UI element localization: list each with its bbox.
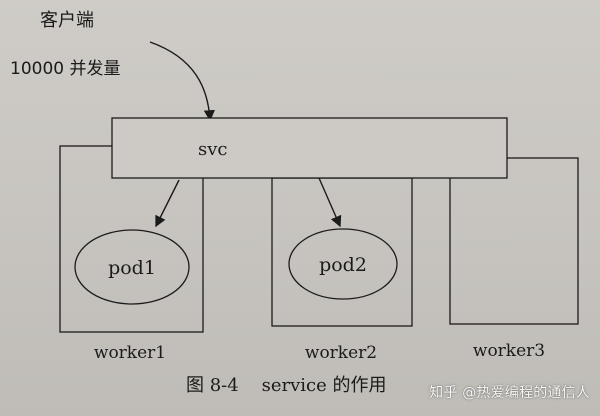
pod1-ellipse [74, 229, 190, 305]
worker3-box [449, 157, 579, 325]
client-label: 客户端 [40, 10, 94, 31]
worker1-label: worker1 [94, 343, 166, 363]
figure-caption: 图 8-4 service 的作用 [186, 375, 386, 396]
pod2-label: pod2 [319, 254, 367, 276]
client-to-svc-arrow [149, 41, 215, 122]
pod1-label: pod1 [108, 257, 156, 279]
svc-to-pod2-arrow [318, 177, 342, 228]
worker2-box [271, 177, 413, 327]
worker2-label: worker2 [305, 343, 377, 363]
watermark: 知乎 @热爱编程的通信人 [429, 385, 590, 401]
pod2-ellipse [288, 228, 398, 300]
concurrency-label: 10000 并发量 [10, 59, 120, 79]
worker3-label: worker3 [473, 341, 545, 361]
svc-label: svc [198, 139, 228, 160]
svc-box [111, 117, 508, 179]
svc-to-pod1-arrow [155, 179, 180, 228]
